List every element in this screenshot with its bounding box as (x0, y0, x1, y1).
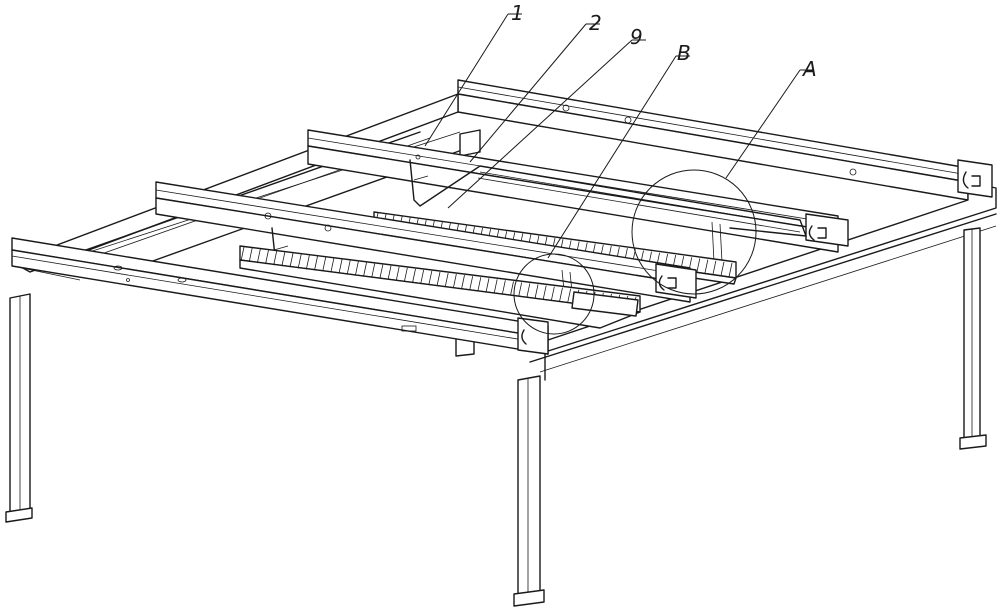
callout-part-9: 9 (630, 25, 643, 49)
corner-block-back-right (958, 160, 992, 197)
leg-front-right (514, 376, 544, 606)
leg-front-left (6, 294, 32, 522)
leg-back-right (960, 228, 986, 449)
corner-block-front-right (518, 318, 548, 354)
callout-detail-b: B (677, 41, 691, 65)
callout-part-2: 2 (589, 11, 602, 35)
leader-part-1 (425, 14, 508, 146)
leader-detail-b (548, 56, 676, 258)
callout-part-1: 1 (511, 1, 524, 25)
callout-detail-a: A (801, 57, 817, 81)
